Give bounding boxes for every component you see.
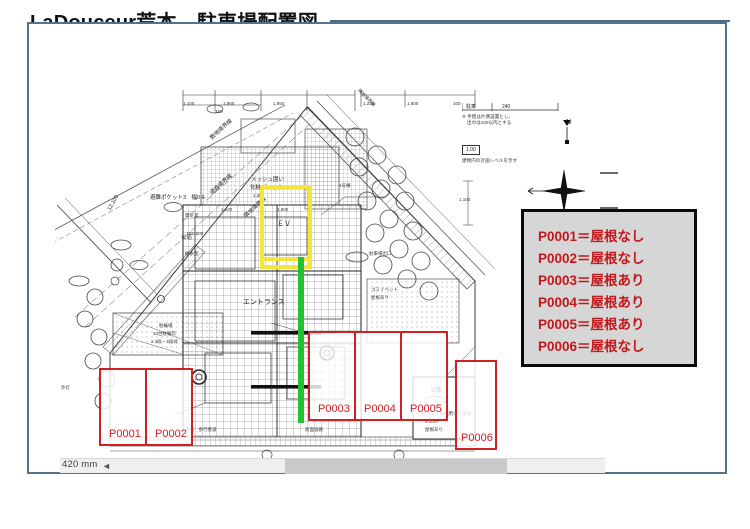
cad-label-dim-a: 1,500 <box>253 193 265 198</box>
note-line-1: ※ 手摺は片側設置とし、 <box>462 114 514 119</box>
legend-row-P0003: P0003＝屋根あり <box>538 273 645 288</box>
ev-highlight-tail <box>260 253 312 269</box>
parking-label-P0004: P0004 <box>364 403 396 415</box>
cad-label-bike-1: 駐輪場 <box>159 323 173 328</box>
cad-dim-3: 1,950 <box>273 101 285 106</box>
svg-text:駐車: 駐車 <box>466 103 476 110</box>
legend-row-P0001: P0001＝屋根なし <box>538 229 645 244</box>
legend-row-P0002: P0002＝屋根なし <box>538 251 645 266</box>
svg-text:240: 240 <box>502 104 511 110</box>
cad-label-ev: ＥＶ <box>277 221 291 228</box>
title-underline-rule <box>330 20 730 22</box>
cad-label-right-zone-2: 屋根あり <box>371 295 389 300</box>
cad-label-pump: 給水室 <box>185 251 199 256</box>
cad-label-building-note-2: 9.20m² <box>425 419 440 424</box>
scrollbar-thumb[interactable] <box>285 459 507 474</box>
scroll-left-arrow-icon[interactable]: ◄ <box>102 461 111 471</box>
parking-space-P0003[interactable]: P0003 <box>308 331 356 421</box>
parking-roof-legend: P0001＝屋根なし P0002＝屋根なし P0003＝屋根あり P0004＝屋… <box>521 209 697 367</box>
cad-label-sw-note: 外灯 <box>61 385 70 390</box>
level-note: 建物内の計画レベルを示す <box>462 158 518 163</box>
parking-space-P0005[interactable]: P0005 <box>400 331 448 421</box>
cad-label-building-note-3: 屋根あり <box>425 427 443 432</box>
cad-dim-1: 1,100 <box>183 101 195 106</box>
level-note-panel: 1.00 建物内の計画レベルを示す <box>462 138 517 164</box>
cad-label-dim-b: 1,500 <box>221 207 233 212</box>
scale-tick-marks <box>600 172 618 209</box>
cad-label-bottom-road: 車道 歩行者道 <box>185 427 217 432</box>
corridor-highlight-green <box>298 257 304 423</box>
cad-label-bike-2: 34台駐輪可 <box>153 331 177 336</box>
legend-row-P0006: P0006＝屋根なし <box>538 339 645 354</box>
cad-label-tank: DB2500 <box>187 231 204 236</box>
parking-label-P0006: P0006 <box>461 432 493 444</box>
cad-label-nbuilding: 1号棟 <box>339 183 351 188</box>
parking-space-P0001[interactable]: P0001 <box>99 368 147 446</box>
cad-label-meter: 電気室 <box>185 213 199 218</box>
cad-label-right-zone: ゴミイベント <box>371 287 398 292</box>
cad-dim-6: 100 <box>453 101 461 106</box>
cad-dim-2: 1,960 <box>223 101 235 106</box>
cad-dim-5: 1,800 <box>407 101 419 106</box>
parking-space-P0004[interactable]: P0004 <box>354 331 402 421</box>
parking-label-P0001: P0001 <box>109 428 141 440</box>
drawing-notes-panel: 駐車 240 ※ 手摺は片側設置とし、 出巾は100以内とする <box>462 99 562 126</box>
cad-label-fence: メッシュ囲い <box>251 177 285 183</box>
cad-label-road: 公道 <box>181 235 193 241</box>
parking-label-P0002: P0002 <box>155 428 187 440</box>
legend-row-P0005: P0005＝屋根あり <box>538 317 645 332</box>
cad-label-dim-c: 1,900 <box>277 207 289 212</box>
level-box: 1.00 <box>462 145 480 155</box>
cad-dim-right: 1,100 <box>459 197 471 202</box>
parking-space-P0002[interactable]: P0002 <box>145 368 193 446</box>
cad-dim-4: 1,220 <box>363 101 375 106</box>
horizontal-scrollbar[interactable]: ◄ <box>60 458 605 474</box>
cad-label-bike-3: 2.3段・3段式 <box>151 339 178 344</box>
ev-highlight-box <box>260 185 312 261</box>
cad-label-entrance: エントランス <box>243 299 285 306</box>
parking-label-P0003: P0003 <box>318 403 350 415</box>
parking-space-P0006[interactable]: P0006 <box>455 360 497 450</box>
note-line-2: 出巾は100以内とする <box>467 120 512 125</box>
north-tick-marks <box>563 120 571 144</box>
cad-label-exit: 駐車場出口 <box>369 251 392 256</box>
cad-label-street-note: 避難ポケット3 幅0.6 <box>150 195 205 201</box>
page-size-label: 420 mm <box>62 459 98 470</box>
parking-label-P0005: P0005 <box>410 403 442 415</box>
legend-row-P0004: P0004＝屋根あり <box>538 295 645 310</box>
cad-dim-sub: 460 <box>215 109 223 114</box>
cad-label-bottom-road-2: 前面道路 <box>305 427 323 432</box>
